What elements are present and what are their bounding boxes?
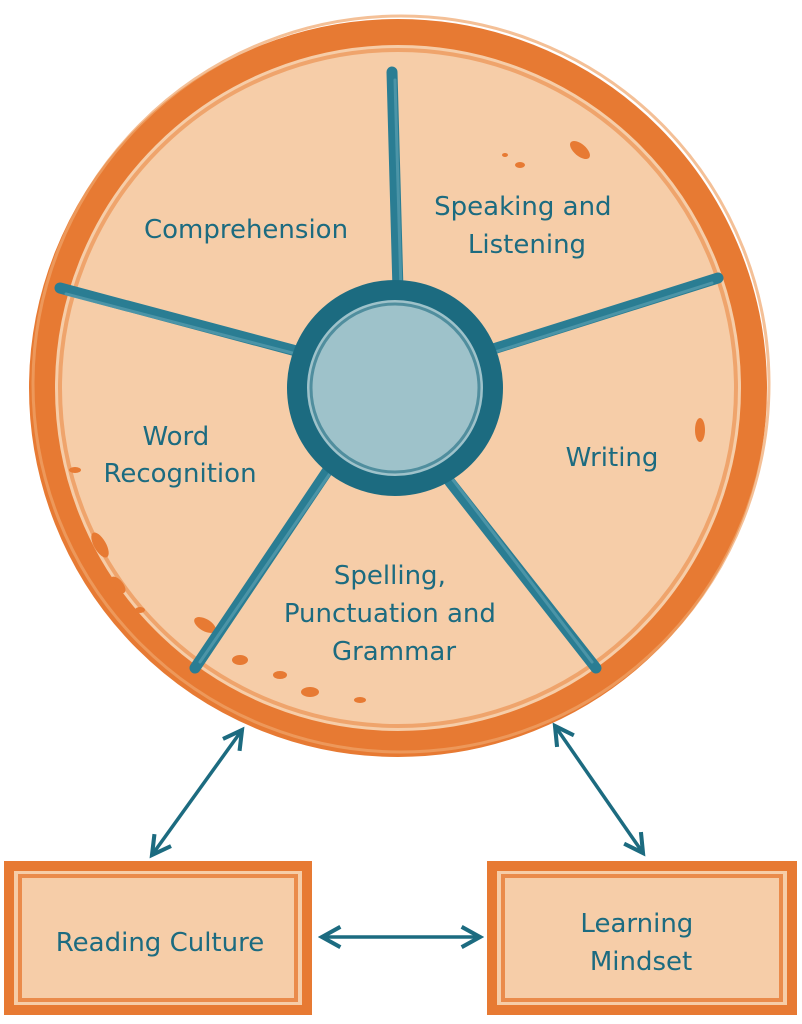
- learning-mindset-label: Learning Mindset: [580, 909, 701, 977]
- segment-label-word-recognition: Word Recognition: [103, 422, 256, 489]
- segment-labels: Comprehension Speaking and Listening Wri…: [103, 192, 658, 667]
- segment-label-writing: Writing: [566, 443, 659, 473]
- learning-mindset-box: Learning Mindset: [487, 861, 797, 1015]
- wheel-rim-outer-stroke: [31, 14, 771, 754]
- wheel-rim-inner-stroke: [58, 48, 738, 728]
- spoke-upper-right: [484, 272, 724, 356]
- arrow-wheel-to-learning-mindset: [555, 726, 643, 853]
- rim-splatters: [69, 141, 705, 703]
- segment-label-speaking-and-listening: Speaking and Listening: [434, 192, 620, 260]
- wheel: [29, 14, 771, 757]
- wheel-hub: [287, 280, 503, 496]
- wheel-hub-inner-ring: [309, 302, 481, 474]
- reading-culture-box: Reading Culture: [4, 861, 312, 1015]
- reading-culture-label: Reading Culture: [56, 928, 264, 958]
- spoke-top: [386, 66, 404, 296]
- arrow-wheel-to-reading-culture: [152, 730, 242, 855]
- segment-label-spelling-punctuation-grammar: Spelling, Punctuation and Grammar: [284, 561, 504, 667]
- connector-arrows: [152, 726, 643, 937]
- wheel-spokes-highlight: [64, 78, 714, 664]
- segment-label-comprehension: Comprehension: [144, 215, 348, 245]
- spoke-upper-left: [54, 282, 306, 358]
